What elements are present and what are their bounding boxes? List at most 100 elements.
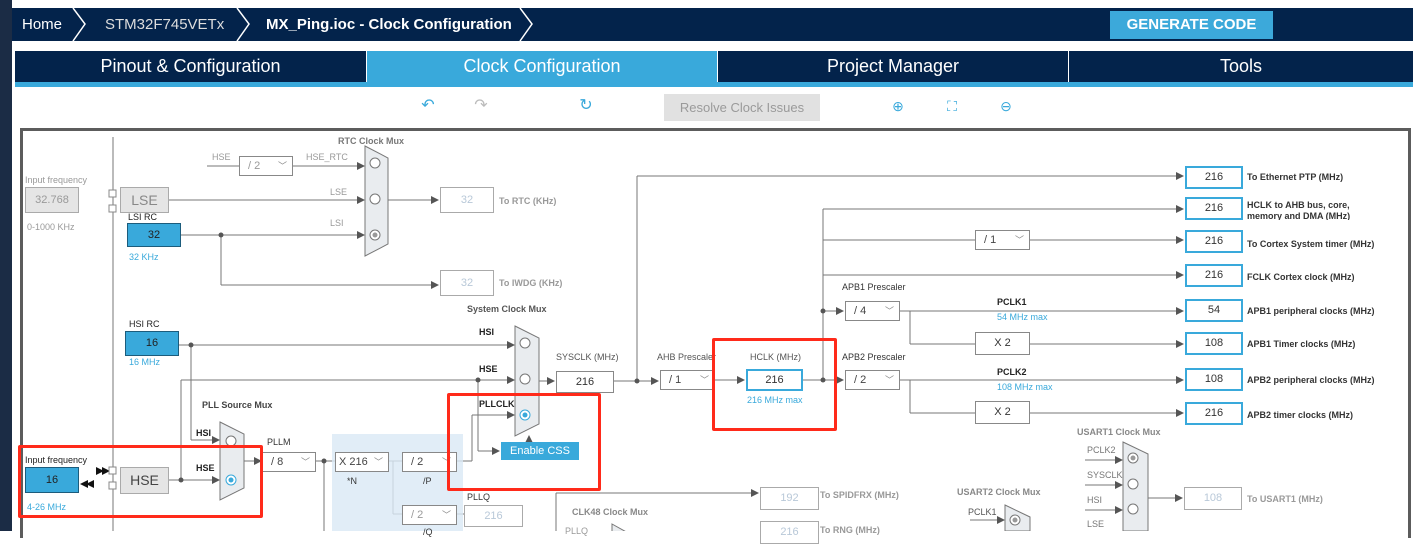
hsi-unit: 16 MHz	[129, 357, 161, 367]
fit-icon[interactable]: ⛶	[947, 98, 957, 114]
tab-tools[interactable]: Tools	[1069, 51, 1413, 82]
spdifrx-output-label: To SPIDFRX (MHz)	[820, 490, 899, 500]
highlight-hse-pll-source	[18, 445, 263, 518]
enable-css-button[interactable]: Enable CSS	[501, 442, 579, 460]
lsi-label: LSI RC	[128, 212, 158, 222]
usart1-input-label: LSE	[1087, 519, 1105, 529]
hse-block: HSE	[120, 467, 169, 494]
generate-code-button[interactable]: GENERATE CODE	[1110, 11, 1273, 39]
pllm-value: / 8	[271, 456, 284, 468]
spdifrx-output-value: 192	[760, 487, 819, 510]
rng-output-label: To RNG (MHz)	[820, 525, 880, 535]
output-apb1-timer[interactable]: 108	[1185, 332, 1243, 355]
breadcrumb-home[interactable]: Home	[22, 16, 63, 33]
output-label: To Ethernet PTP (MHz)	[1247, 172, 1344, 182]
clk48-mux-title: CLK48 Clock Mux	[572, 507, 649, 517]
iwdg-output-label: To IWDG (KHz)	[499, 278, 563, 288]
pll-source-mux-title: PLL Source Mux	[202, 400, 273, 410]
sysclk-label: SYSCLK (MHz)	[556, 352, 619, 362]
pllq-select[interactable]: / 2 ﹀	[402, 505, 457, 525]
breadcrumb-current: MX_Ping.ioc - Clock Configuration	[266, 16, 512, 33]
usart2-pclk1-label: PCLK1	[968, 507, 997, 517]
apb1-timer-multiplier: X 2	[975, 332, 1030, 355]
output-label: APB1 peripheral clocks (MHz)	[1247, 306, 1375, 316]
tab-pinout[interactable]: Pinout & Configuration	[15, 51, 366, 82]
output-cortex-timer[interactable]: 216	[1185, 230, 1243, 253]
usart1-input-label: SYSCLK	[1087, 470, 1123, 480]
output-apb2-timer[interactable]: 216	[1185, 402, 1243, 425]
apb2-prescaler-select[interactable]: / 2﹀	[845, 370, 900, 390]
ahb-prescaler-select[interactable]: / 1﹀	[660, 370, 715, 390]
pllm-label: PLLM	[267, 437, 291, 447]
usart1-mux-title: USART1 Clock Mux	[1077, 427, 1161, 437]
hse-rtc-label: HSE_RTC	[306, 152, 348, 162]
pllq-output-value: 216	[464, 505, 523, 527]
hse-input-field[interactable]: 16	[25, 467, 79, 493]
pllq-div-label: /Q	[423, 527, 433, 537]
pllp-value: / 2	[411, 456, 424, 468]
chevron-right-icon	[72, 8, 86, 41]
highlight-pllclk-select	[447, 393, 601, 491]
highlight-hclk	[712, 338, 837, 431]
ahb-value: / 1	[669, 374, 682, 386]
chevron-right-icon	[519, 8, 533, 41]
clk48-mux	[611, 523, 626, 531]
hclk-label: HCLK (MHz)	[750, 352, 801, 362]
title-strip	[12, 0, 1413, 8]
tab-underline	[15, 82, 1413, 87]
pclk1-max: 54 MHz max	[997, 312, 1048, 322]
output-ethernet-ptp[interactable]: 216	[1185, 166, 1243, 189]
chevron-down-icon: ﹀	[884, 375, 894, 385]
chevron-down-icon: ﹀	[884, 306, 894, 316]
chevron-down-icon: ﹀	[277, 161, 287, 171]
tab-project-manager[interactable]: Project Manager	[718, 51, 1068, 82]
desktop-edge	[0, 0, 12, 531]
clk48-pllq-label: PLLQ	[565, 526, 589, 536]
usart1-input-label: PCLK2	[1087, 445, 1116, 455]
redo-icon[interactable]: ↷	[474, 97, 488, 114]
rtc-mux-title: RTC Clock Mux	[338, 136, 405, 146]
pllp-select[interactable]: / 2﹀	[402, 452, 457, 472]
hse-range: 4-26 MHz	[27, 502, 67, 512]
resolve-clock-issues-button[interactable]: Resolve Clock Issues	[664, 94, 820, 121]
lse-input-label: Input frequency	[25, 175, 88, 185]
sysmux-hsi-label: HSI	[479, 327, 495, 337]
plln-select[interactable]: X 216﹀	[335, 452, 389, 472]
apb1-prescaler-select[interactable]: / 4 ﹀	[845, 301, 900, 321]
undo-icon[interactable]: ↶	[421, 97, 435, 114]
output-apb2-peripheral[interactable]: 108	[1185, 368, 1243, 391]
output-hclk-ahb[interactable]: 216	[1185, 197, 1243, 220]
rtc-hse-label: HSE	[212, 152, 231, 162]
output-label: To Cortex System timer (MHz)	[1247, 239, 1375, 249]
apb1-value: / 4	[854, 305, 867, 317]
refresh-icon[interactable]: ↻	[579, 97, 593, 114]
chevron-down-icon: ﹀	[300, 457, 310, 467]
breadcrumb-mcu[interactable]: STM32F745VETx	[105, 16, 225, 33]
output-label: HCLK to AHB bus, core, memory and DMA (M…	[1247, 200, 1351, 220]
rtc-hse-divider-select[interactable]: / 2 ﹀	[239, 156, 293, 176]
apb1-prescaler-label: APB1 Prescaler	[842, 282, 906, 292]
pllq-value: / 2	[411, 509, 424, 521]
system-clock-mux-title: System Clock Mux	[467, 304, 547, 314]
lse-block: LSE	[120, 187, 169, 213]
cortex-timer-divider-select[interactable]: / 1﹀	[975, 230, 1030, 250]
pllm-select[interactable]: / 8 ﹀	[262, 452, 316, 472]
zoom-out-icon[interactable]: ⊖	[1000, 98, 1012, 114]
rtc-div-value: / 2	[248, 160, 261, 172]
output-apb1-peripheral[interactable]: 54	[1185, 299, 1243, 322]
zoom-in-icon[interactable]: ⊕	[892, 98, 904, 114]
plln-value: X 216	[339, 456, 368, 468]
hclk-input[interactable]: 216	[746, 369, 803, 391]
lse-range: 0-1000 KHz	[27, 222, 75, 232]
output-fclk[interactable]: 216	[1185, 264, 1243, 287]
pllq-label: PLLQ	[467, 492, 491, 502]
ahb-prescaler-label: AHB Prescaler	[657, 352, 717, 362]
lse-input-field[interactable]: 32.768	[25, 187, 79, 213]
sysmux-pllclk-label: PLLCLK	[479, 399, 515, 409]
tab-clock-configuration[interactable]: Clock Configuration	[367, 51, 717, 82]
pll-hse-label: HSE	[196, 463, 215, 473]
chevron-down-icon: ﹀	[441, 510, 451, 520]
plln-label: *N	[347, 476, 358, 486]
pllp-label: /P	[423, 476, 432, 486]
rng-output-value: 216	[760, 521, 819, 544]
